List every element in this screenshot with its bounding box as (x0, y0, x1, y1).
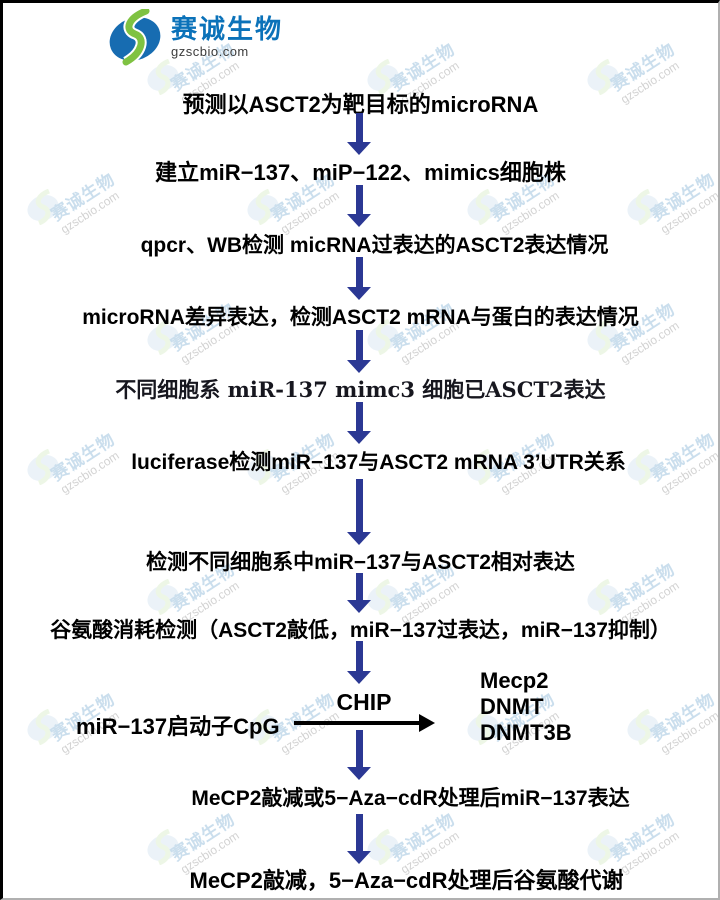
flow-step-5: 不同细胞系 miR-137 mimc3 细胞已ASCT2表达 (115, 377, 606, 402)
flow-step-9: MeCP2敲减或5−Aza−cdR处理后miR−137表达 (191, 787, 630, 810)
arrow-down-icon (347, 641, 371, 684)
flow-step-8: 谷氨酸消耗检测（ASCT2敲低，miR−137过表达，miR−137抑制） (50, 619, 671, 642)
chip-label: CHIP (336, 689, 392, 715)
logo-domain: gzscbio.com (171, 43, 249, 59)
flow-step-2: 建立miR−137、miP−122、mimics细胞株 (155, 160, 566, 185)
chip-targets: Mecp2 DNMT DNMT3B (480, 668, 572, 746)
chip-target-mecp2: Mecp2 (480, 668, 549, 693)
flow-step-10: MeCP2敲减，5−Aza−cdR处理后谷氨酸代谢 (189, 868, 624, 893)
watermark-swirl-icon (147, 829, 179, 865)
watermark-swirl-icon (627, 709, 659, 745)
watermark-swirl-icon (627, 189, 659, 225)
flow-step-6: luciferase检测miR−137与ASCT2 mRNA 3’UTR关系 (131, 451, 626, 474)
watermark-swirl-icon (27, 709, 59, 745)
arrow-down-icon (347, 479, 371, 545)
logo-brand: 赛诚生物 (171, 14, 284, 44)
flow-step-4: microRNA差异表达，检测ASCT2 mRNA与蛋白的表达情况 (82, 306, 639, 329)
logo-swirl-icon (109, 9, 161, 66)
watermark-brand: 赛诚生物 (387, 809, 459, 865)
watermark-swirl-icon (247, 189, 279, 225)
arrow-right-icon (294, 714, 435, 732)
watermark-swirl-icon (587, 579, 619, 615)
watermark-brand: 赛诚生物 (607, 809, 679, 865)
arrow-down-icon (347, 330, 371, 373)
watermark-brand: 赛诚生物 (647, 689, 719, 745)
logo-text: 赛诚生物 gzscbio.com (171, 15, 283, 59)
arrow-down-icon (347, 730, 371, 780)
watermark-swirl-icon (467, 189, 499, 225)
arrow-down-icon (347, 185, 371, 227)
arrow-down-icon (347, 573, 371, 613)
arrow-down-icon (347, 257, 371, 300)
watermark-swirl-icon (27, 189, 59, 225)
arrow-down-icon (347, 814, 371, 864)
watermark-swirl-icon (147, 579, 179, 615)
flow-step-1: 预测以ASCT2为靶目标的microRNA (182, 92, 539, 117)
chip-target-dnmt: DNMT (480, 694, 544, 719)
watermark-brand: 赛诚生物 (167, 809, 239, 865)
flow-step-3: qpcr、WB检测 micRNA过表达的ASCT2表达情况 (140, 234, 609, 257)
watermark-domain: gzscbio.com (657, 708, 720, 757)
watermark-swirl-icon (587, 829, 619, 865)
logo: 赛诚生物 gzscbio.com (106, 9, 283, 66)
flow-step-7: 检测不同细胞系中miR−137与ASCT2相对表达 (146, 551, 575, 574)
arrow-down-icon (347, 113, 371, 155)
chip-promoter-label: miR−137启动子CpG (76, 714, 280, 739)
arrow-down-icon (347, 402, 371, 444)
chip-target-dnmt3b: DNMT3B (480, 720, 572, 745)
